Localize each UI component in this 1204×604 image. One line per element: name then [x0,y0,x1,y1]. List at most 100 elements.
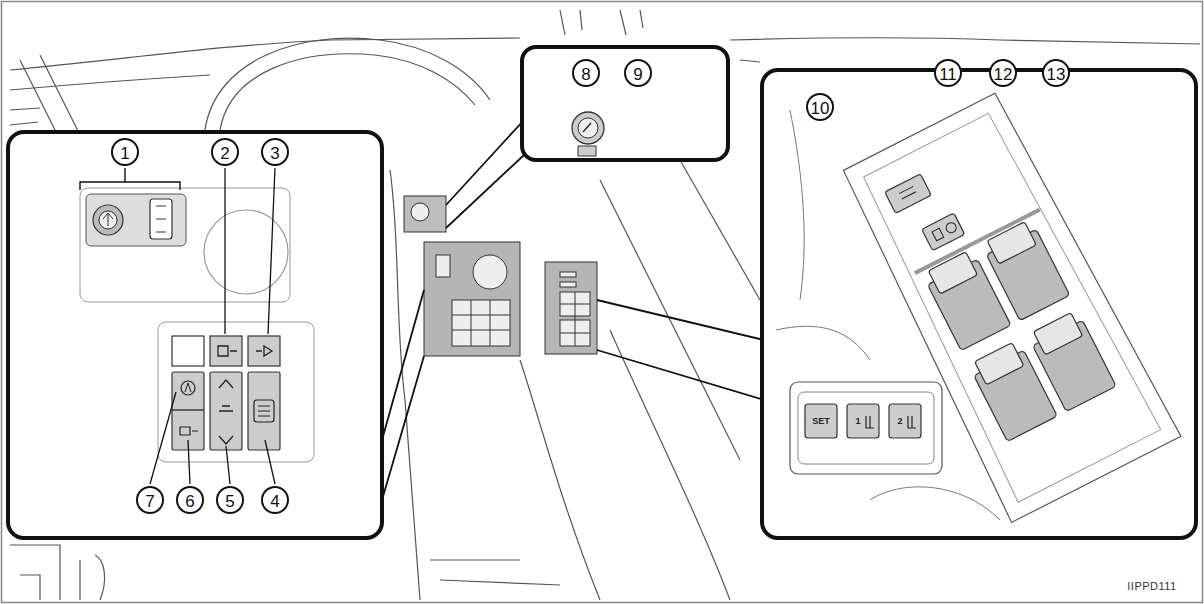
left-inset [254,400,274,422]
leader-lines [150,392,176,484]
right-inset [798,392,934,464]
dashboard-sketch [20,575,40,600]
right-inset [835,89,1181,523]
leader-lines [226,446,230,484]
right-inset [847,404,879,438]
dashboard-sketch [730,38,1200,44]
zoom-regions [404,196,597,356]
callout-number: 9 [624,59,652,87]
callout-number: 6 [176,486,204,514]
left-inset [204,210,288,294]
right-inset [790,382,942,474]
left-inset [172,336,204,366]
button-text: SET [812,416,830,426]
dashboard-sketch [680,160,760,300]
right-inset [889,404,921,438]
dashboard-sketch [20,55,80,140]
right-inset [932,228,944,241]
callout-number: 7 [136,486,164,514]
left-inset [103,213,113,226]
callout-number: 2 [211,138,239,166]
callout-number: 11 [934,59,962,87]
zoom-regions [411,203,429,221]
dashboard-sketch [600,180,740,460]
zoom-wedges [382,290,424,500]
right-inset [899,186,916,199]
right-inset [835,89,1181,523]
top-inset [522,47,728,160]
dashboard-sketch [430,560,560,585]
dashboard-sketch [10,75,210,90]
leader-lines [268,168,275,334]
zoom-regions [452,300,510,346]
zoom-regions [560,282,576,287]
right-inset [866,416,874,428]
figure-code: IIPPD111 [1127,580,1176,592]
left-inset [158,322,314,462]
right-inset [908,416,916,428]
leader-lines [188,440,190,484]
callout-number: 12 [989,59,1017,87]
callout-number: 1 [111,138,139,166]
dashboard-sketch [740,60,760,62]
right-inset [945,221,958,234]
dashboard-sketch [10,38,520,70]
callout-number: 13 [1042,59,1070,87]
left-inset [8,132,382,538]
top-inset [578,146,596,156]
button-text: 2 [897,416,902,426]
button-text: 1 [855,416,860,426]
left-inset [185,383,191,392]
top-inset [522,47,728,160]
right-inset [762,70,1196,538]
dashboard-sketch [610,330,730,600]
left-inset [219,380,233,444]
dashboard-sketch [520,360,600,600]
right-inset [855,109,1161,502]
zoom-wedges [446,120,524,228]
callout-number: 8 [572,59,600,87]
zoom-regions [404,196,446,232]
left-inset [99,211,117,229]
zoom-regions [560,292,590,346]
top-inset [578,118,598,138]
dashboard-sketch [205,38,490,130]
dashboard-sketch [10,545,105,600]
left-inset [210,336,242,366]
left-inset [210,372,242,450]
left-inset [256,346,272,356]
callout-number: 3 [261,138,289,166]
left-inset [156,206,166,232]
left-inset [180,427,198,435]
left-inset [80,168,180,190]
zoom-wedges [597,300,764,400]
callout-number: 10 [806,93,834,121]
window-switches [922,219,1116,442]
callout-number: 5 [216,486,244,514]
right-inset [762,70,1196,538]
zoom-regions [545,262,597,354]
left-inset [86,194,186,246]
dashboard-sketch [220,54,475,130]
zoom-wedges [382,120,764,500]
left-inset [150,199,172,239]
left-inset [258,406,270,416]
left-inset [80,188,290,302]
window-switches [987,222,1036,264]
zoom-regions [424,242,520,356]
window-switches [928,252,977,294]
left-inset [172,409,204,410]
leader-lines [224,168,225,334]
left-inset [248,336,280,366]
dashboard-sketch [10,108,40,125]
left-inset [8,132,382,538]
window-switches [1033,313,1082,355]
left-inset [172,372,204,450]
dashboard-sketch [560,10,643,35]
right-inset [805,404,837,438]
window-switches [975,343,1024,385]
top-inset [572,112,604,144]
